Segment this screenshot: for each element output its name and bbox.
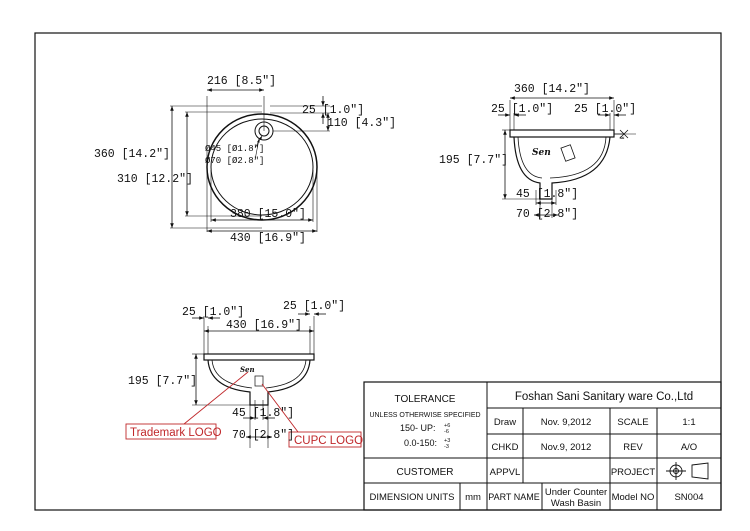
tb-scale-label: SCALE [617,417,648,428]
tb-rev-label: REV [623,442,643,453]
side-dim-195: 195 [7.7"] [439,154,508,167]
tb-model-value: SN004 [674,492,703,503]
tb-tol1-sub: -6 [444,429,449,435]
tb-chkd-date: Nov.9, 2012 [541,442,592,453]
dim-25-top: 25 [1.0"] [302,104,364,117]
front-dim-25-right: 25 [1.0"] [283,300,345,313]
dim-360-top: 360 [14.2"] [94,148,170,161]
tb-tol1-sup: +6 [444,423,450,429]
tb-customer-label: CUSTOMER [396,467,453,478]
front-dim-45: 45 [1.8"] [232,407,294,420]
side-dim-25-right: 25 [1.0"] [574,103,636,116]
dim-430-top: 430 [16.9"] [230,232,306,245]
front-dim-25-left: 25 [1.0"] [182,306,244,319]
tb-chkd-label: CHKD [492,442,519,453]
side-view [498,96,636,218]
tb-dim-units-label: DIMENSION UNITS [370,492,455,503]
tb-tol2-sup: +3 [444,438,450,444]
tb-project-label: PROJECT [611,467,656,478]
side-dim-45: 45 [1.8"] [516,188,578,201]
tb-tol1: 150- UP: [400,423,436,433]
trademark-label: Trademark LOGO [130,427,222,439]
tb-draw-label: Draw [494,417,516,428]
tb-part-name-label: PART NAME [488,492,540,502]
cupc-label: CUPC LOGO [294,435,363,447]
dim-380: 380 [15.0"] [230,208,306,221]
tb-part-name-line1: Under Counter [545,487,607,498]
front-view [192,312,326,448]
tb-tolerance: TOLERANCE [395,394,456,405]
side-dim-25-left: 25 [1.0"] [491,103,553,116]
dim-216: 216 [8.5"] [207,75,276,88]
tb-company: Foshan Sani Sanitary ware Co.,Ltd [515,391,693,403]
side-small-mark: ≈ [619,134,625,142]
projection-symbol-icon [666,462,709,480]
side-brand-logo: Sen [532,148,551,158]
dim-hole-70: Ø70 [Ø2.8"] [205,156,264,166]
tb-appvl-label: APPVL [490,467,521,478]
trademark-leader [183,371,249,425]
dim-110: 110 [4.3"] [327,117,396,130]
cupc-leader [261,383,299,433]
cupc-label-box [288,431,362,448]
tb-tol2: 0.0-150: [404,438,437,448]
tb-units: mm [465,492,481,503]
trademark-label-box [125,423,217,440]
front-dim-195: 195 [7.7"] [128,375,197,388]
tb-model-label: Model NO [612,492,655,503]
tb-draw-date: Nov. 9,2012 [541,417,592,428]
tb-tol2-sub: -3 [444,444,449,450]
front-brand-logo: Sen [240,365,255,374]
dim-310: 310 [12.2"] [117,173,193,186]
front-dim-430: 430 [16.9"] [226,319,302,332]
side-dim-70: 70 [2.8"] [516,208,578,221]
front-dim-70: 70 [2.8"] [232,429,294,442]
tb-part-name-line2: Wash Basin [551,498,601,509]
tb-rev-value: A/O [681,442,697,453]
top-view [170,88,330,233]
dim-hole-45: Ø45 [Ø1.8"] [205,144,264,154]
title-block-grid [363,381,722,511]
side-dim-360: 360 [14.2"] [514,83,590,96]
tb-unless: UNLESS OTHERWISE SPECIFIED [369,412,480,419]
tb-scale-value: 1:1 [682,417,695,428]
